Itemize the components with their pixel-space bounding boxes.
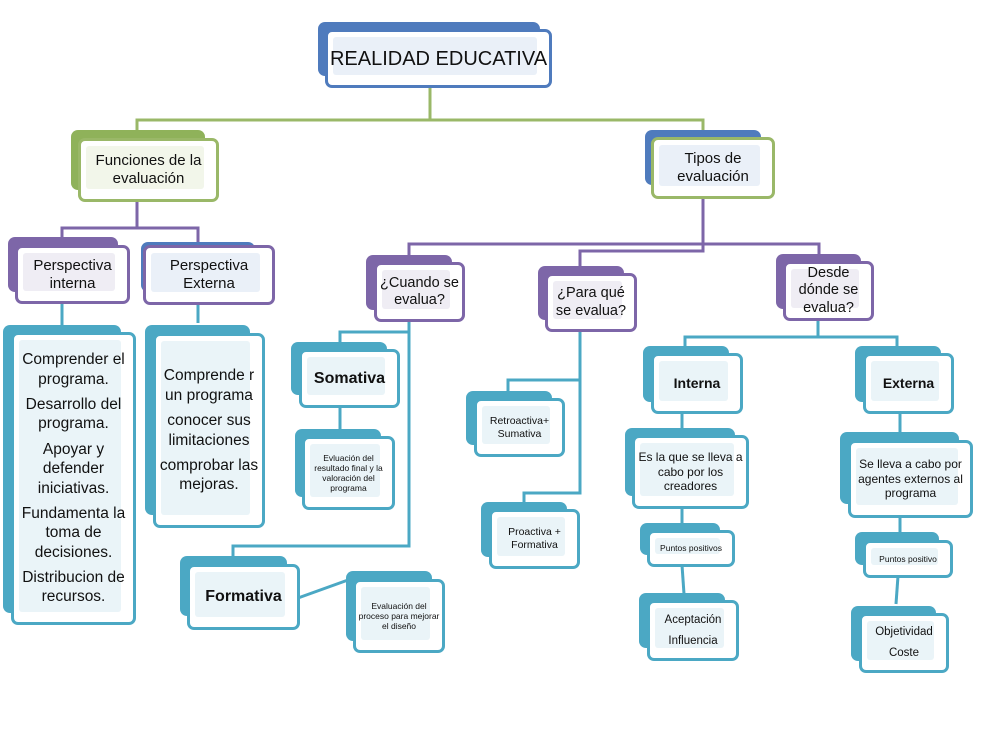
connector-funciones-interna bbox=[60, 200, 139, 238]
interna-label: Interna bbox=[673, 375, 721, 392]
perspectiva-interna-label: Perspectiva interna bbox=[33, 256, 112, 292]
node-proactiva: Proactiva + Formativa bbox=[481, 502, 580, 569]
connector-desde-externa bbox=[818, 335, 899, 347]
root-connectors bbox=[135, 86, 705, 132]
externa-valor: Objetividad bbox=[875, 626, 933, 639]
cuando-label: ¿Cuando se evalua? bbox=[380, 274, 459, 308]
node-cuando: ¿Cuando se evalua? bbox=[366, 255, 465, 322]
connector-desde-interna bbox=[683, 318, 820, 347]
node-formativa-desc: Evaluación del proceso para mejorar el d… bbox=[346, 571, 445, 653]
node-perspectiva-interna: Perspectiva interna bbox=[8, 237, 130, 304]
connector-tipos-para bbox=[578, 244, 705, 266]
node-para-que: ¿Para qué se evalua? bbox=[538, 266, 637, 332]
formativa-desc: Evaluación del proceso para mejorar el d… bbox=[358, 600, 440, 632]
node-somativa: Somativa bbox=[291, 342, 400, 408]
tipos-label: Tipos de evaluación bbox=[677, 150, 749, 185]
proactiva-label: Proactiva + Formativa bbox=[508, 526, 561, 551]
connector-root-tipos bbox=[430, 118, 705, 132]
interna-item: Distribucion de recursos. bbox=[22, 569, 125, 606]
connector-interna-valores bbox=[680, 564, 686, 595]
connector-tipos-desde bbox=[703, 242, 821, 255]
root-label: REALIDAD EDUCATIVA bbox=[329, 47, 548, 70]
externa-item: Comprende r un programa bbox=[163, 367, 255, 404]
connector-tipos-cuando bbox=[407, 197, 705, 255]
externa-valor: Coste bbox=[888, 647, 920, 659]
retroactiva-label: Retroactiva+ Sumativa bbox=[489, 414, 550, 440]
node-externa-puntos: Puntos positivo bbox=[855, 532, 953, 578]
node-somativa-desc: Evluación del resultado final y la valor… bbox=[295, 429, 395, 510]
connector-root-funciones bbox=[135, 86, 432, 132]
node-desde-donde: Desde dónde se evalua? bbox=[776, 254, 874, 321]
interna-puntos-label: Puntos positivos bbox=[660, 543, 722, 554]
node-retroactiva: Retroactiva+ Sumativa bbox=[466, 391, 565, 457]
node-funciones: Funciones de la evaluación bbox=[71, 130, 219, 202]
node-interna: Interna bbox=[643, 346, 743, 414]
node-externa-desc: Se lleva a cabo por agentes externos al … bbox=[840, 432, 973, 518]
node-perspectiva-externa: Perspectiva Externa bbox=[141, 242, 275, 305]
node-externa: Externa bbox=[855, 346, 954, 414]
purple-connectors bbox=[60, 197, 821, 266]
connector-para-proactiva bbox=[522, 380, 582, 503]
interna-valor: Aceptación bbox=[664, 613, 722, 626]
node-interna-puntos: Puntos positivos bbox=[640, 523, 735, 567]
node-externa-valores: Objetividad Coste bbox=[851, 606, 949, 673]
externa-label: Externa bbox=[882, 375, 935, 392]
externa-puntos-label: Puntos positivo bbox=[879, 553, 937, 564]
node-interna-desc: Es la que se lleva a cabo por los creado… bbox=[625, 428, 749, 509]
node-tipos: Tipos de evaluación bbox=[645, 130, 775, 199]
node-interna-valores: Aceptación Influencia bbox=[639, 593, 739, 661]
teal-connectors bbox=[60, 302, 902, 605]
connector-para-retro bbox=[506, 330, 582, 392]
interna-item: Fundamenta la toma de decisiones. bbox=[21, 504, 126, 561]
node-interna-items: Comprender el programa. Desarrollo del p… bbox=[3, 325, 136, 625]
somativa-label: Somativa bbox=[313, 369, 386, 387]
interna-desc: Es la que se lleva a cabo por los creado… bbox=[638, 450, 743, 494]
perspectiva-externa-label: Perspectiva Externa bbox=[169, 257, 249, 292]
connector-formativa-desc bbox=[297, 578, 349, 600]
formativa-label: Formativa bbox=[205, 588, 282, 606]
externa-desc: Se lleva a cabo por agentes externos al … bbox=[858, 457, 963, 501]
connector-cuando-somativa bbox=[338, 320, 411, 343]
interna-item: Desarrollo del programa. bbox=[25, 396, 122, 433]
externa-item: conocer sus limitaciones bbox=[167, 412, 251, 449]
interna-item: Apoyar y defender iniciativas. bbox=[37, 440, 110, 497]
desde-donde-label: Desde dónde se evalua? bbox=[798, 264, 859, 316]
node-externa-items: Comprende r un programa conocer sus limi… bbox=[145, 325, 265, 528]
somativa-desc: Evluación del resultado final y la valor… bbox=[314, 452, 383, 494]
funciones-label: Funciones de la evaluación bbox=[95, 152, 202, 187]
para-que-label: ¿Para qué se evalua? bbox=[555, 285, 627, 319]
interna-valor: Influencia bbox=[668, 634, 718, 647]
connector-externa-valores bbox=[894, 575, 900, 605]
node-realidad-educativa: REALIDAD EDUCATIVA bbox=[318, 22, 552, 88]
node-formativa: Formativa bbox=[180, 556, 300, 630]
connector-funciones-externa bbox=[137, 226, 200, 245]
interna-item: Comprender el programa. bbox=[22, 351, 125, 388]
connector-cuando-formativa bbox=[231, 320, 411, 557]
externa-item: comprobar las mejoras. bbox=[159, 456, 259, 494]
